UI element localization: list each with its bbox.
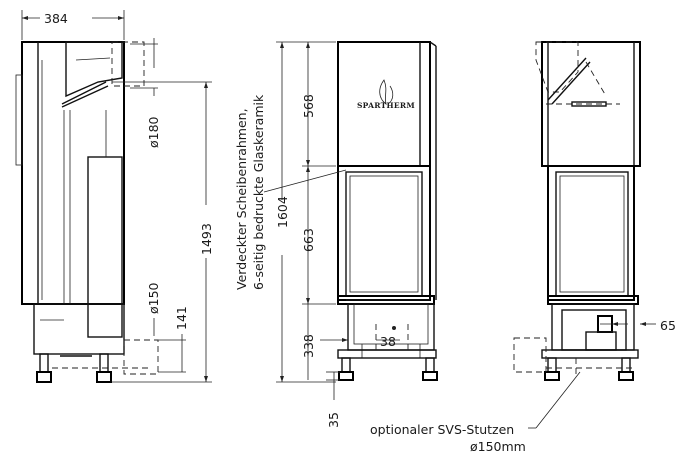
dim-65: 65 xyxy=(660,318,676,333)
svs-note-line1: optionaler SVS-Stutzen xyxy=(370,422,514,437)
brand-text: SPARTHERM xyxy=(357,101,415,110)
frame-note-line2: 6-seitig bedruckte Glaskeramik xyxy=(251,94,266,290)
back-view: 65 xyxy=(513,41,676,429)
dim-1604: 1604 xyxy=(275,196,290,228)
side-view: 384 ø180 xyxy=(15,10,214,383)
dim-35: 35 xyxy=(326,412,341,428)
dim-663: 663 xyxy=(301,228,316,252)
frame-note-line1: Verdeckter Scheibenrahmen, xyxy=(234,108,249,290)
dim-141: 141 xyxy=(174,306,189,330)
svs-note-line2: ø150mm xyxy=(470,439,526,454)
dim-338: 338 xyxy=(301,334,316,358)
dim-pipe-150: ø150 xyxy=(146,282,161,314)
dim-568: 568 xyxy=(301,94,316,118)
dim-38: 38 xyxy=(380,334,396,349)
spartherm-logo: SPARTHERM xyxy=(357,79,415,110)
dim-1493: 1493 xyxy=(199,223,214,255)
dim-pipe-180: ø180 xyxy=(146,116,161,148)
front-view: SPARTHERM 1604 xyxy=(234,41,438,428)
dim-384: 384 xyxy=(44,11,68,26)
